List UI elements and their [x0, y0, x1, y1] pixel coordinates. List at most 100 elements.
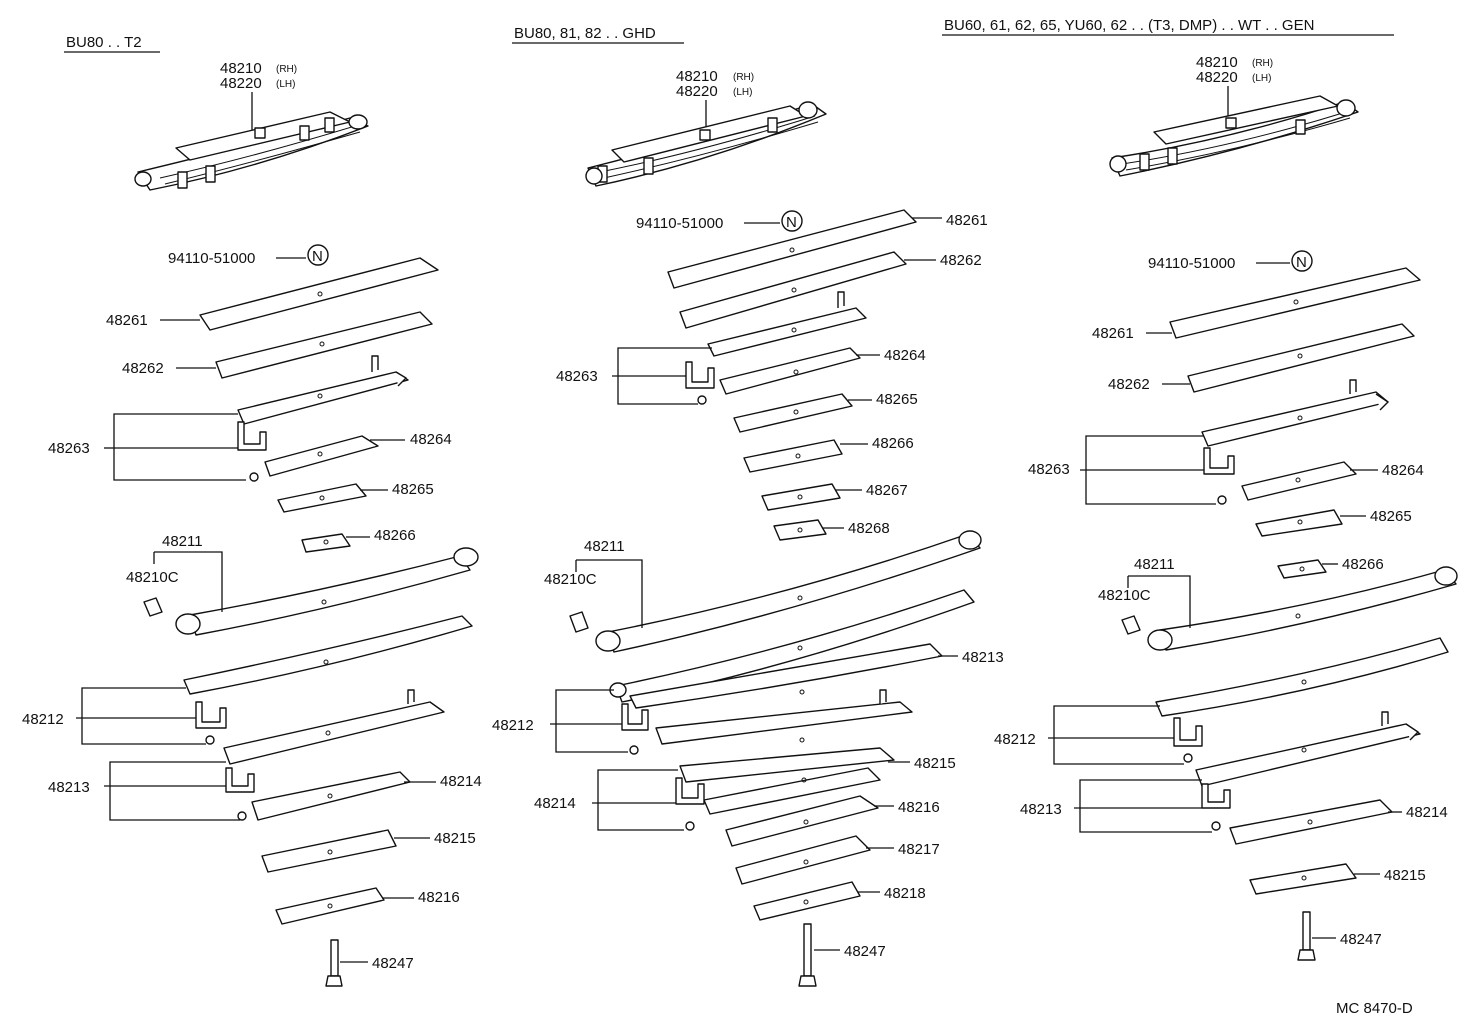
column-header: BU60, 61, 62, 65, YU60, 62 . . (T3, DMP)…	[944, 17, 1314, 34]
bushing-icon	[1121, 615, 1141, 635]
part-label: 48247	[844, 943, 886, 960]
spring-assembly-drawing	[1109, 95, 1359, 177]
assy-rh-suffix: (RH)	[276, 64, 297, 75]
new-part-marker-icon	[781, 210, 803, 232]
part-label: 48265	[876, 391, 918, 408]
part-label: 48261	[1092, 325, 1134, 342]
part-label: 48212	[492, 717, 534, 734]
clip-icon	[1173, 717, 1203, 747]
part-label: 48247	[1340, 931, 1382, 948]
clip-icon	[1203, 447, 1235, 475]
column-1: BU80 . . T2 48210 (RH) 48220 (LH) 94110-…	[22, 34, 482, 987]
part-label: 48263	[48, 440, 90, 457]
part-label: 48261	[106, 312, 148, 329]
rivet-icon	[1211, 821, 1221, 831]
assy-rh-suffix: (RH)	[1252, 58, 1273, 69]
part-label: 48215	[914, 755, 956, 772]
center-bolt-icon	[325, 939, 343, 987]
part-label: 48211	[584, 538, 625, 555]
clip-icon	[1201, 783, 1231, 809]
part-label: 48210C	[126, 569, 179, 586]
part-label: 48217	[898, 841, 940, 858]
part-label: 48214	[534, 795, 576, 812]
new-part-marker-icon	[307, 244, 329, 266]
clip-icon	[675, 777, 705, 805]
part-label: 48268	[848, 520, 890, 537]
bushing-icon	[143, 597, 163, 617]
part-label: 48214	[1406, 804, 1448, 821]
rivet-icon	[697, 395, 707, 405]
part-label: 48211	[1134, 556, 1175, 573]
column-3: BU60, 61, 62, 65, YU60, 62 . . (T3, DMP)…	[942, 17, 1458, 961]
spring-assembly-drawing	[134, 111, 369, 191]
assy-lh-suffix: (LH)	[1252, 73, 1271, 84]
part-label: 48212	[22, 711, 64, 728]
rivet-icon	[685, 821, 695, 831]
part-label: 48263	[1028, 461, 1070, 478]
part-label: 48264	[884, 347, 926, 364]
assy-lh-suffix: (LH)	[733, 87, 752, 98]
rivet-icon	[1183, 753, 1193, 763]
rivet-icon	[629, 745, 639, 755]
assy-lh-number: 48220	[1196, 69, 1238, 86]
center-bolt-icon	[1297, 911, 1316, 961]
part-label: 48262	[122, 360, 164, 377]
clip-icon	[685, 361, 715, 389]
part-label: 48216	[898, 799, 940, 816]
part-label: 48264	[410, 431, 452, 448]
part-label: 48262	[940, 252, 982, 269]
part-label: 48211	[162, 533, 203, 550]
assy-lh-number: 48220	[676, 83, 718, 100]
column-header: BU80, 81, 82 . . GHD	[514, 25, 656, 42]
part-label: 48261	[946, 212, 988, 229]
part-label: 48218	[884, 885, 926, 902]
spring-assembly-drawing	[585, 101, 827, 187]
assy-rh-suffix: (RH)	[733, 72, 754, 83]
column-header: BU80 . . T2	[66, 34, 142, 51]
part-label: 48214	[440, 773, 482, 790]
assy-lh-suffix: (LH)	[276, 79, 295, 90]
rivet-icon	[205, 735, 215, 745]
assy-lh-number: 48220	[220, 75, 262, 92]
part-label: 48264	[1382, 462, 1424, 479]
svg-text:N: N	[312, 248, 323, 265]
part-label: 48262	[1108, 376, 1150, 393]
part-label: 48265	[1370, 508, 1412, 525]
rivet-icon	[1217, 495, 1227, 505]
clip-icon	[237, 421, 267, 451]
bolt-part-number: 94110-51000	[168, 250, 255, 267]
part-label: 48247	[372, 955, 414, 972]
assy-rh-number: 48210	[220, 60, 262, 77]
rivet-icon	[249, 472, 259, 482]
part-label: 48210C	[544, 571, 597, 588]
bolt-part-number: 94110-51000	[636, 215, 723, 232]
part-label: 48263	[556, 368, 598, 385]
svg-text:N: N	[1296, 254, 1307, 271]
part-label: 48212	[994, 731, 1036, 748]
part-label: 48213	[48, 779, 90, 796]
part-label: 48213	[1020, 801, 1062, 818]
part-label: 48266	[1342, 556, 1384, 573]
bolt-part-number: 94110-51000	[1148, 255, 1235, 272]
assy-rh-number: 48210	[1196, 54, 1238, 71]
part-label: 48213	[962, 649, 1004, 666]
svg-text:N: N	[786, 214, 797, 231]
clip-icon	[225, 767, 255, 793]
part-label: 48265	[392, 481, 434, 498]
clip-icon	[195, 701, 227, 729]
part-label: 48215	[1384, 867, 1426, 884]
part-label: 48266	[374, 527, 416, 544]
bushing-icon	[569, 611, 589, 633]
new-part-marker-icon	[1291, 250, 1313, 272]
assy-rh-number: 48210	[676, 68, 718, 85]
center-bolt-icon	[798, 923, 817, 987]
part-label: 48266	[872, 435, 914, 452]
diagram-code: MC 8470-D	[1336, 1000, 1413, 1017]
part-label: 48215	[434, 830, 476, 847]
rivet-icon	[237, 811, 247, 821]
part-label: 48216	[418, 889, 460, 906]
part-label: 48267	[866, 482, 908, 499]
part-label: 48210C	[1098, 587, 1151, 604]
